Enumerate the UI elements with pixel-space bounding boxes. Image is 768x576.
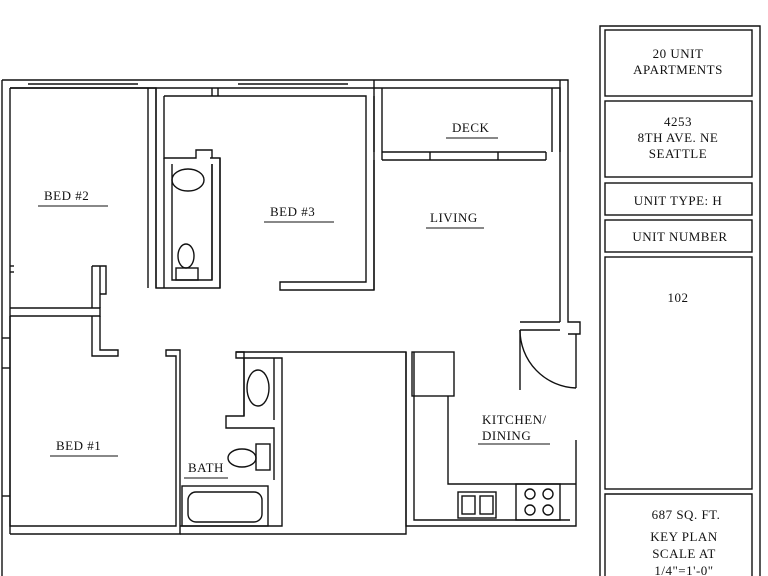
key-plan-line1: KEY PLAN xyxy=(650,529,718,544)
label-kitchen-line2: DINING xyxy=(482,428,531,443)
label-bath: BATH xyxy=(188,460,224,475)
key-plan-line2: SCALE AT xyxy=(652,546,716,561)
bath-room xyxy=(180,351,407,535)
label-bed2: BED #2 xyxy=(44,188,89,203)
living-room xyxy=(373,160,577,390)
unit-type: UNIT TYPE: H xyxy=(634,193,723,208)
project-name-line1: 20 UNIT xyxy=(653,46,704,61)
label-living: LIVING xyxy=(430,210,478,225)
exterior-walls xyxy=(1,79,581,576)
label-bed1: BED #1 xyxy=(56,438,101,453)
unit-number: 102 xyxy=(668,290,689,305)
address-line2: 8TH AVE. NE xyxy=(638,130,719,145)
unit-number-label: UNIT NUMBER xyxy=(632,229,727,244)
label-deck: DECK xyxy=(452,120,490,135)
label-kitchen-line1: KITCHEN/ xyxy=(482,412,547,427)
address-line1: 4253 xyxy=(664,114,692,129)
label-bed3: BED #3 xyxy=(270,204,315,219)
deck xyxy=(373,80,561,152)
title-block xyxy=(599,25,761,576)
key-plan-line3: 1/4"=1'-0" xyxy=(654,563,713,576)
bed1-room xyxy=(2,316,181,535)
address-line3: SEATTLE xyxy=(649,146,707,161)
area: 687 SQ. FT. xyxy=(652,507,721,522)
bed3-room xyxy=(155,88,375,291)
kitchen-dining xyxy=(405,351,577,527)
project-name-line2: APARTMENTS xyxy=(633,62,723,77)
